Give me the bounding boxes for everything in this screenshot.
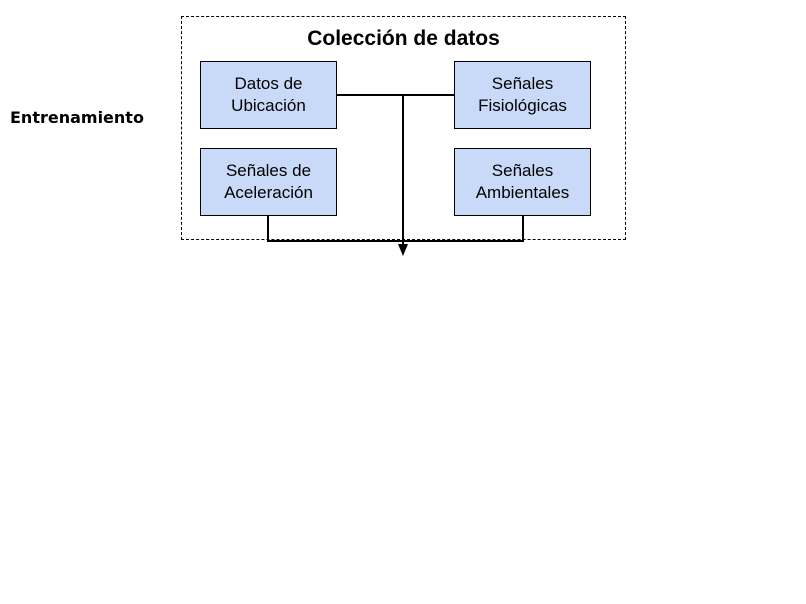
node-acceleration-signals: Señales de Aceleración — [200, 148, 337, 216]
node-physiological-signals: Señales Fisiológicas — [454, 61, 591, 129]
output-arrowhead — [398, 244, 408, 256]
stage-label-training: Entrenamiento — [10, 108, 144, 127]
data-collection-title: Colección de datos — [307, 27, 500, 50]
node-location-data: Datos de Ubicación — [200, 61, 337, 129]
node-environmental-signals: Señales Ambientales — [454, 148, 591, 216]
